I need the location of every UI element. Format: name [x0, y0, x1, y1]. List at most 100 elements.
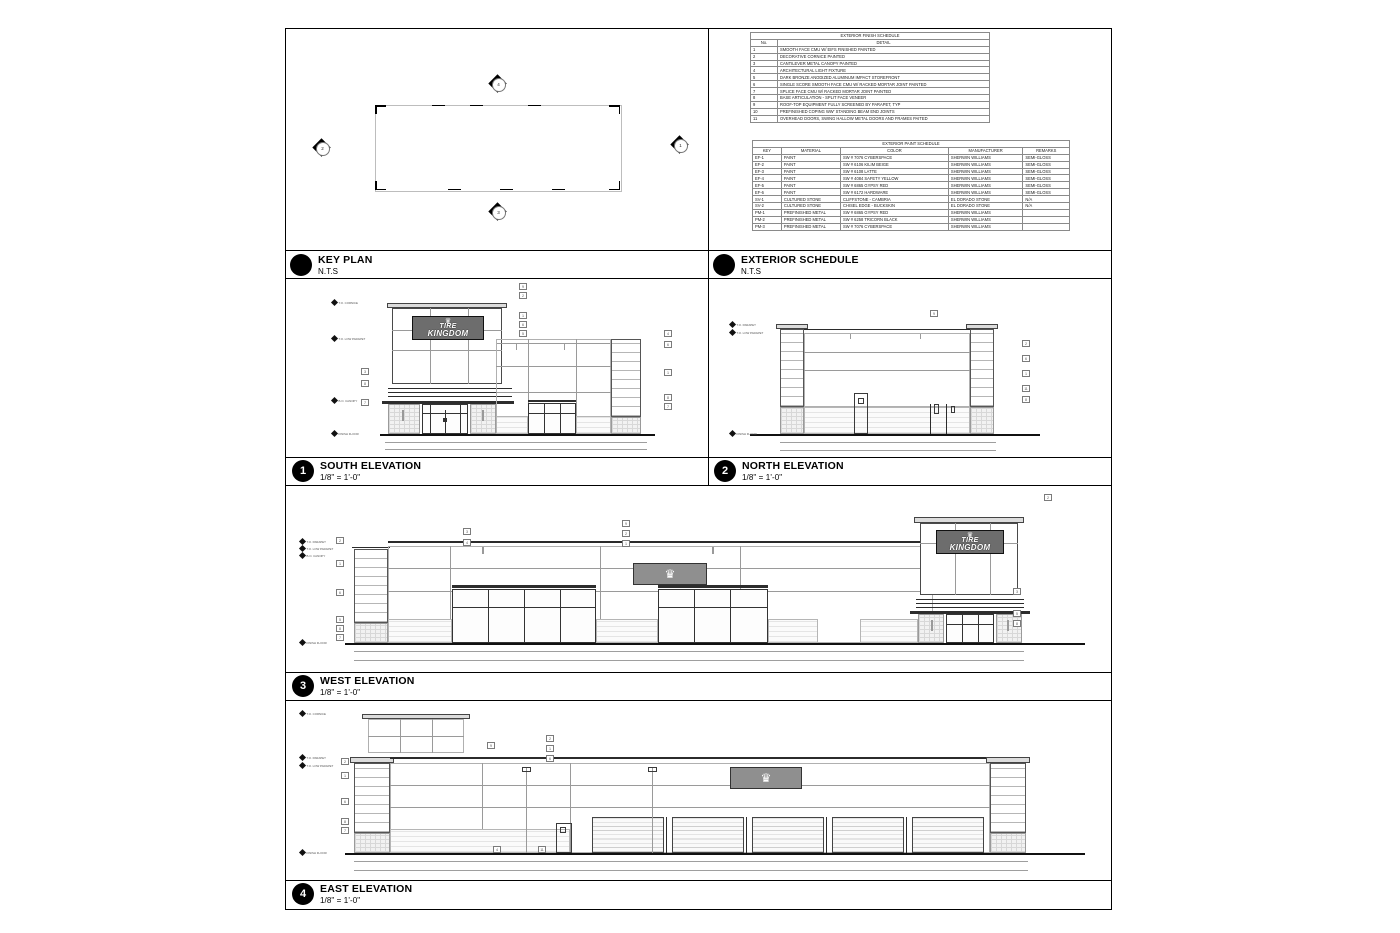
east-level-floor: FINISH FLOOR — [298, 848, 327, 857]
keynote-tag[interactable]: 6 — [336, 589, 344, 596]
west-level-low-parapet: T.O. LOW PARAPET — [298, 544, 334, 553]
keynote-tag[interactable]: 9 — [519, 283, 527, 290]
keynote-tag[interactable]: 11 — [1022, 385, 1030, 392]
keynote-tag[interactable]: 8 — [336, 625, 344, 632]
east-roof-screen-v1 — [400, 719, 401, 753]
keynote-tag[interactable]: 6 — [519, 321, 527, 328]
finish-row-no: 11 — [750, 114, 778, 123]
keynote-tag[interactable]: 2 — [341, 758, 349, 765]
finish-row-detail: PREFINISHED COPING WW' STANDING BEAM END… — [777, 107, 990, 116]
frame-line-row3-title — [285, 700, 1112, 701]
keynote-tag[interactable]: 9 — [487, 742, 495, 749]
keynote-tag[interactable]: 2 — [546, 735, 554, 742]
keynote-tag[interactable]: 1 — [1022, 370, 1030, 377]
key-plan-edge-b2 — [500, 188, 513, 190]
south-light-sconce-right — [482, 410, 484, 421]
keynote-tag[interactable]: 2 — [336, 537, 344, 544]
keynote-tag[interactable]: 7 — [361, 399, 369, 406]
key-plan-marker-left[interactable]: 2 — [312, 138, 331, 157]
paint-row-remarks — [1022, 215, 1070, 224]
sign-line-1: TIRE — [439, 323, 457, 330]
keynote-tag[interactable]: 1 — [664, 369, 672, 376]
keynote-tag[interactable]: 1 — [341, 772, 349, 779]
keynote-tag[interactable]: 7 — [336, 634, 344, 641]
keynote-tag[interactable]: 8 — [341, 818, 349, 825]
west-cmu-base-c — [768, 619, 818, 643]
keynote-tag[interactable]: 1 — [519, 312, 527, 319]
keynote-tag[interactable]: 6 — [546, 755, 554, 762]
keynote-tag[interactable]: 1 — [622, 540, 630, 547]
keynote-tag[interactable]: 8 — [361, 380, 369, 387]
north-equipment-box — [934, 404, 939, 414]
keynote-tag[interactable]: 1 — [336, 560, 344, 567]
east-overhead-door-3 — [752, 817, 824, 853]
level-label: T.O. LOW PARAPET — [306, 546, 334, 551]
keynote-tag[interactable]: 4 — [493, 846, 501, 853]
south-entry-mullion-3 — [460, 404, 461, 434]
keynote-tag[interactable]: 8 — [1013, 620, 1021, 627]
keynote-tag[interactable]: 7 — [341, 827, 349, 834]
key-plan-edge-b3 — [552, 188, 565, 190]
west-level-canopy: B.O. CANOPY — [298, 551, 325, 560]
keynote-tag[interactable]: 5 — [519, 330, 527, 337]
east-dimension-line — [354, 861, 1028, 862]
keynote-tag[interactable]: 2 — [1022, 340, 1030, 347]
exterior-paint-schedule-table: EXTERIOR PAINT SCHEDULE KEY MATERIAL COL… — [752, 140, 1070, 231]
keynote-tag[interactable]: 9 — [930, 310, 938, 317]
south-band-1 — [388, 388, 512, 389]
level-label: T.O. CORNICE — [338, 300, 358, 305]
keynote-tag[interactable]: 2 — [519, 292, 527, 299]
keynote-tag[interactable]: 4 — [463, 539, 471, 546]
south-low-joint-v1 — [528, 339, 529, 434]
keynote-tag[interactable]: 1 — [546, 745, 554, 752]
keynote-tag[interactable]: 5 — [1013, 610, 1021, 617]
finish-row-no: 7 — [750, 87, 778, 96]
keynote-tag[interactable]: 8 — [664, 394, 672, 401]
east-level-low-parapet: T.O. LOW PARAPET — [298, 761, 334, 770]
crown-icon: ♛ — [444, 318, 452, 325]
keynote-tag[interactable]: 9 — [622, 520, 630, 527]
keynote-tag[interactable]: 2 — [1044, 494, 1052, 501]
key-plan-marker-top[interactable]: 4 — [488, 74, 507, 93]
paint-col-manufacturer: MANUFACTURER — [947, 146, 1024, 155]
paint-row-color: SW # 4084 SAFETY YELLOW — [840, 174, 949, 183]
west-parapet-top — [388, 541, 933, 543]
level-label: FINISH FLOOR — [306, 640, 327, 645]
paint-row-manufacturer: SHERWIN WILLIAMS — [947, 181, 1024, 190]
keynote-tag[interactable]: 2 — [622, 530, 630, 537]
east-overhead-door-2 — [672, 817, 744, 853]
keynote-tag[interactable]: 6 — [341, 798, 349, 805]
finish-row-detail: SPLICE FACE CMU W/ RACKED MORTAR JOINT P… — [777, 87, 990, 96]
keynote-tag[interactable]: 11 — [538, 846, 546, 853]
west-entry-rail — [946, 624, 994, 625]
west-level-parapet: T.O. PARAPET — [298, 537, 326, 546]
east-elevation-scale: 1/8" = 1'-0" — [320, 896, 361, 906]
east-door-column-3 — [826, 817, 828, 853]
key-plan-marker-right[interactable]: 1 — [670, 135, 689, 154]
north-elevation-drawing: T.O. PARAPET T.O. LOW PARAPET FINISH FLO… — [728, 300, 1080, 451]
keynote-tag[interactable]: 7 — [664, 403, 672, 410]
keynote-tag[interactable]: 6 — [664, 341, 672, 348]
west-dimension-line — [354, 651, 1024, 652]
east-right-cap — [986, 757, 1030, 763]
keynote-tag[interactable]: 8 — [1022, 396, 1030, 403]
keynote-tag[interactable]: 6 — [1022, 355, 1030, 362]
west-left-cap — [352, 547, 390, 549]
keynote-tag[interactable]: 3 — [463, 528, 471, 535]
level-label: T.O. LOW PARAPET — [306, 763, 334, 768]
keynote-tag[interactable]: 5 — [336, 616, 344, 623]
key-plan-marker-bottom[interactable]: 3 — [488, 202, 507, 221]
keynote-tag[interactable]: 4 — [664, 330, 672, 337]
south-tower-joint-v2 — [468, 308, 469, 384]
keynote-tag[interactable]: 3 — [1013, 588, 1021, 595]
keynote-tag[interactable]: 3 — [361, 368, 369, 375]
